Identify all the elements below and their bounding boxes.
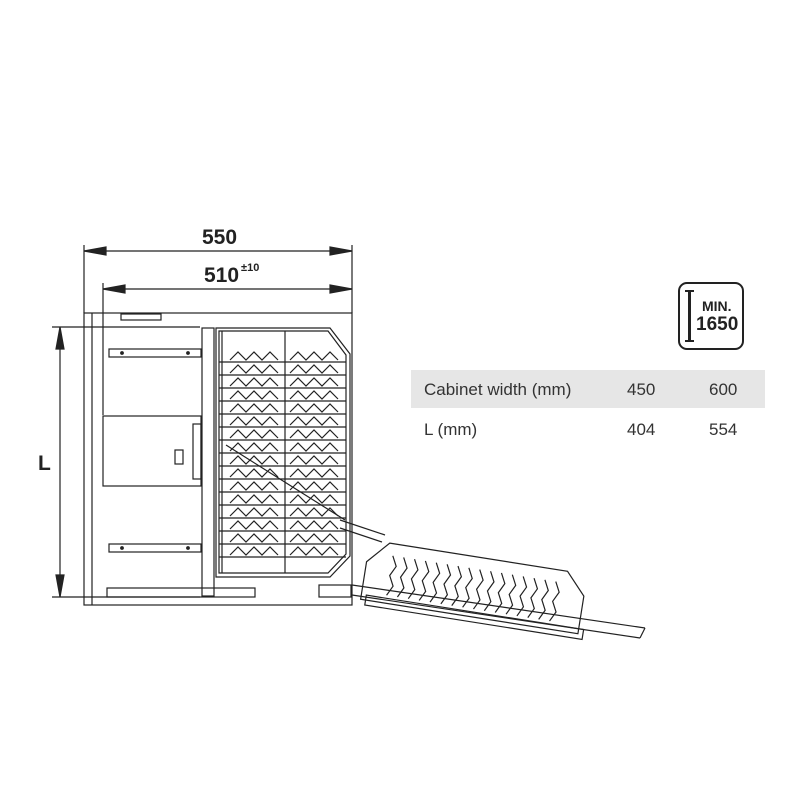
plate-divider: [289, 364, 339, 374]
plate-divider: [289, 351, 339, 361]
plate-divider: [229, 481, 279, 491]
badge-value: 1650: [696, 314, 739, 335]
overall-width-dimension: 550: [202, 226, 238, 249]
plate-divider: [429, 562, 441, 603]
length-dimension-label: L: [38, 452, 51, 475]
wire-basket: [215, 327, 351, 578]
table-row: Cabinet width (mm) 450 600: [411, 370, 765, 408]
plate-divider: [229, 390, 279, 400]
plate-divider: [229, 494, 279, 504]
cell: 554: [709, 420, 738, 439]
plate-divider: [289, 494, 339, 504]
plate-divider: [289, 546, 339, 556]
plate-divider: [472, 569, 484, 610]
plate-divider: [229, 533, 279, 543]
plate-divider: [229, 507, 279, 517]
pivot-column: [201, 327, 215, 597]
cabinet-outline: [83, 312, 353, 606]
plate-divider: [289, 455, 339, 465]
plate-divider: [229, 364, 279, 374]
plate-divider: [289, 403, 339, 413]
plate-divider: [494, 572, 506, 613]
plate-divider: [289, 442, 339, 452]
badge-label: MIN.: [702, 298, 732, 314]
plate-divider: [229, 429, 279, 439]
plate-divider: [396, 557, 408, 598]
plate-divider: [229, 416, 279, 426]
plate-divider: [229, 377, 279, 387]
min-height-badge: MIN. 1650: [678, 282, 744, 350]
plate-divider: [549, 581, 560, 622]
plate-divider: [527, 577, 539, 618]
table-row: L (mm) 404 554: [411, 410, 765, 448]
plate-divider: [289, 481, 339, 491]
plate-divider: [386, 555, 397, 596]
plate-divider: [289, 507, 339, 517]
plate-divider: [229, 351, 279, 361]
cell: 450: [627, 380, 656, 399]
plate-divider: [289, 377, 339, 387]
plate-divider: [289, 468, 339, 478]
plate-divider: [516, 576, 528, 617]
cell: 600: [709, 380, 738, 399]
plate-divider: [289, 520, 339, 530]
plate-divider: [451, 565, 463, 606]
pulled-out-basket: [359, 542, 585, 641]
plate-divider: [440, 564, 452, 605]
inner-width-value: 510: [204, 264, 240, 287]
row-label: L (mm): [424, 420, 478, 439]
plate-divider: [229, 455, 279, 465]
plate-divider: [289, 533, 339, 543]
plate-divider: [229, 546, 279, 556]
plate-divider: [418, 560, 430, 601]
plate-divider: [289, 390, 339, 400]
dimension-lines: [52, 245, 353, 598]
plate-divider: [229, 442, 279, 452]
plate-divider: [483, 571, 495, 612]
plate-divider: [229, 403, 279, 413]
height-bar-icon: [685, 290, 694, 342]
cell: 404: [627, 420, 656, 439]
inner-width-tolerance: ±10: [241, 262, 260, 274]
plate-divider: [538, 579, 549, 620]
row-label: Cabinet width (mm): [424, 380, 572, 399]
plate-divider: [229, 468, 279, 478]
plate-divider: [505, 574, 517, 615]
plate-divider: [289, 429, 339, 439]
plate-divider: [462, 567, 473, 608]
plate-divider: [229, 520, 279, 530]
plate-divider: [289, 416, 339, 426]
inner-width-dimension: 510±10: [204, 262, 260, 288]
plate-divider: [407, 559, 419, 600]
